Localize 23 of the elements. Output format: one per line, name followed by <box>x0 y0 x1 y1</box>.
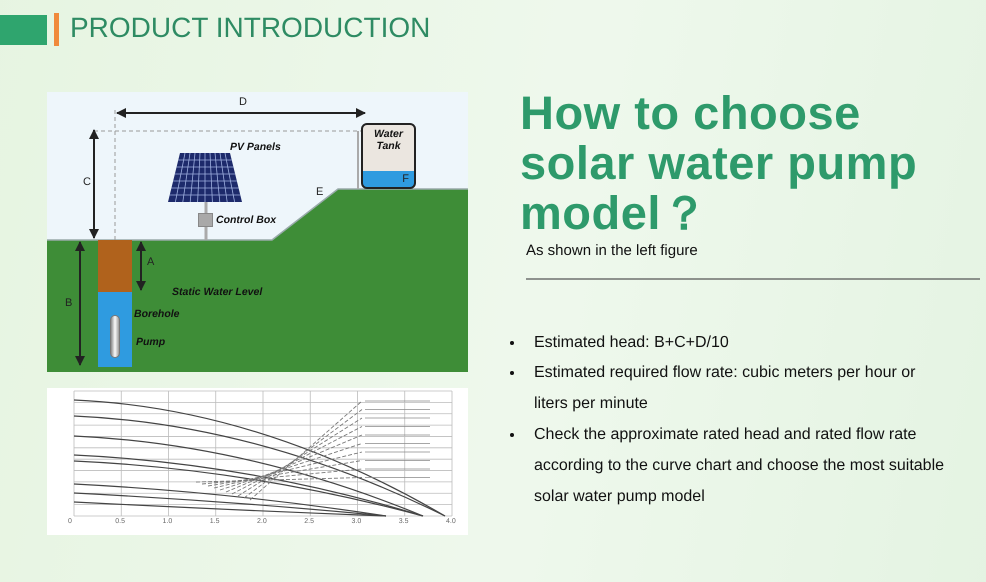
part-label: PV Panels <box>230 141 281 153</box>
tank-label: Water Tank <box>373 128 404 152</box>
solar-panel-icon <box>168 153 242 202</box>
part-label: Pump <box>136 336 166 348</box>
control-box <box>198 213 213 227</box>
slide-title: PRODUCT INTRODUCTION <box>70 12 430 44</box>
part-label: Control Box <box>216 214 276 226</box>
bullet-text: Estimated required flow rate: cubic meters per hour or liters per minute <box>534 363 916 414</box>
dimension-label: C <box>83 176 91 188</box>
part-label: Borehole <box>134 308 180 320</box>
pump <box>110 315 120 358</box>
dimension-label: F <box>402 173 409 185</box>
part-label: Static Water Level <box>172 286 262 298</box>
bullet-text: Estimated head: B+C+D/10 <box>534 333 730 353</box>
subtitle: As shown in the left figure <box>526 242 698 259</box>
dimension-label: E <box>316 186 324 198</box>
slide-headline: How to choose solar water pump model？ <box>520 88 918 238</box>
borehole <box>98 240 132 367</box>
bullet-text: Check the approximate rated head and rated flow rate according to the curve chart and choose the most suitable solar water pump model <box>534 425 946 507</box>
dimension-label: D <box>239 96 247 108</box>
dimension-label: A <box>147 256 154 268</box>
dimension-label: B <box>65 297 72 309</box>
water-tank <box>361 123 416 189</box>
